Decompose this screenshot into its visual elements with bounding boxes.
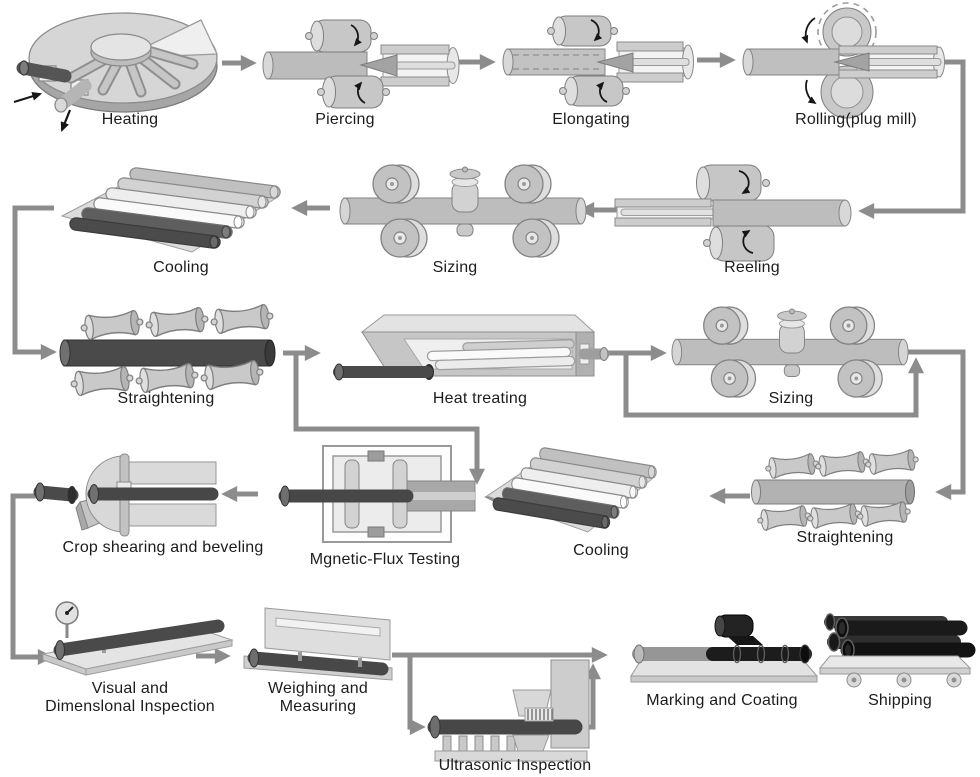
station-cooling-1: Cooling — [60, 167, 294, 276]
station-marking-coating: Marking and Coating — [625, 614, 820, 709]
station-visual-dimensional-inspection: Visual and Dimenslonal Inspection — [40, 598, 235, 715]
station-label: Shipping — [868, 692, 932, 709]
heat-treating-furnace-icon — [333, 314, 610, 381]
station-sizing-2: Sizing — [671, 306, 910, 407]
station-label: Mgnetic-Flux Testing — [309, 551, 461, 568]
cooling-bed-icon — [60, 167, 281, 253]
station-magnetic-flux-testing: Mgnetic-Flux Testing — [275, 444, 476, 568]
ultrasonic-tester-icon — [427, 659, 590, 762]
station-label: Crop shearing and beveling — [62, 539, 264, 556]
straightening-rolls-icon — [59, 303, 276, 397]
station-reeling: Reeling — [595, 164, 855, 300]
station-label: Ultrasonic Inspection — [438, 757, 592, 774]
reeling-mill-icon — [614, 164, 852, 262]
rotary-hearth-furnace-icon — [16, 12, 219, 113]
station-heat-treating: Heat treating — [332, 312, 610, 407]
station-label: Marking and Coating — [646, 692, 798, 709]
station-cooling-2: Cooling — [485, 447, 667, 559]
station-label: Sizing — [432, 259, 478, 276]
station-elongating: Elongating — [502, 12, 695, 128]
plug-mill-icon — [742, 2, 945, 119]
station-piercing: Piercing — [262, 18, 460, 128]
station-label: Elongating — [552, 111, 630, 128]
billet-out-arrow — [60, 109, 72, 133]
station-label: Cooling — [153, 259, 209, 276]
weighing-station-icon — [243, 607, 393, 681]
station-heating: Heating — [15, 6, 220, 128]
station-label: Piercing — [315, 111, 375, 128]
sizing-mill-icon — [671, 306, 909, 398]
station-label: Sizing — [768, 390, 814, 407]
elongating-mill-icon — [502, 15, 694, 107]
shipping-cart-icon — [818, 613, 976, 688]
station-sizing-1: Sizing — [339, 164, 588, 276]
station-label: Heat treating — [432, 390, 528, 407]
magnetic-flux-tester-icon — [278, 445, 476, 543]
station-weighing-measuring: Weighing and Measuring — [240, 606, 400, 715]
station-label: Reeling — [724, 259, 780, 276]
inspection-bench-icon — [41, 601, 234, 676]
station-label: Weighing and Measuring — [268, 680, 368, 715]
station-label: Rolling(plug mill) — [795, 111, 917, 128]
station-straightening-1: Straightening — [59, 303, 295, 407]
station-label: Straightening — [796, 529, 894, 546]
station-label: Heating — [101, 111, 159, 128]
station-shipping: Shipping — [818, 608, 976, 709]
station-label: Cooling — [573, 542, 629, 559]
sizing-mill-icon — [339, 164, 587, 258]
station-ultrasonic-inspection: Ultrasonic Inspection — [425, 650, 591, 774]
cooling-bed-icon — [485, 447, 657, 533]
station-label: Straightening — [117, 390, 215, 407]
crop-shear-icon — [33, 453, 219, 537]
marking-coating-icon — [630, 614, 819, 683]
piercing-mill-icon — [262, 19, 460, 109]
station-crop-shearing-beveling: Crop shearing and beveling — [30, 452, 263, 556]
straightening-rolls-icon — [751, 448, 920, 532]
station-straightening-2: Straightening — [751, 448, 932, 546]
station-label: Visual and Dimenslonal Inspection — [45, 680, 215, 715]
connector-cooling1-to-straightening1 — [12, 205, 57, 361]
station-rolling-plug-mill: Rolling(plug mill) — [742, 2, 970, 128]
branch-down-to-ultrasonic — [407, 655, 426, 736]
